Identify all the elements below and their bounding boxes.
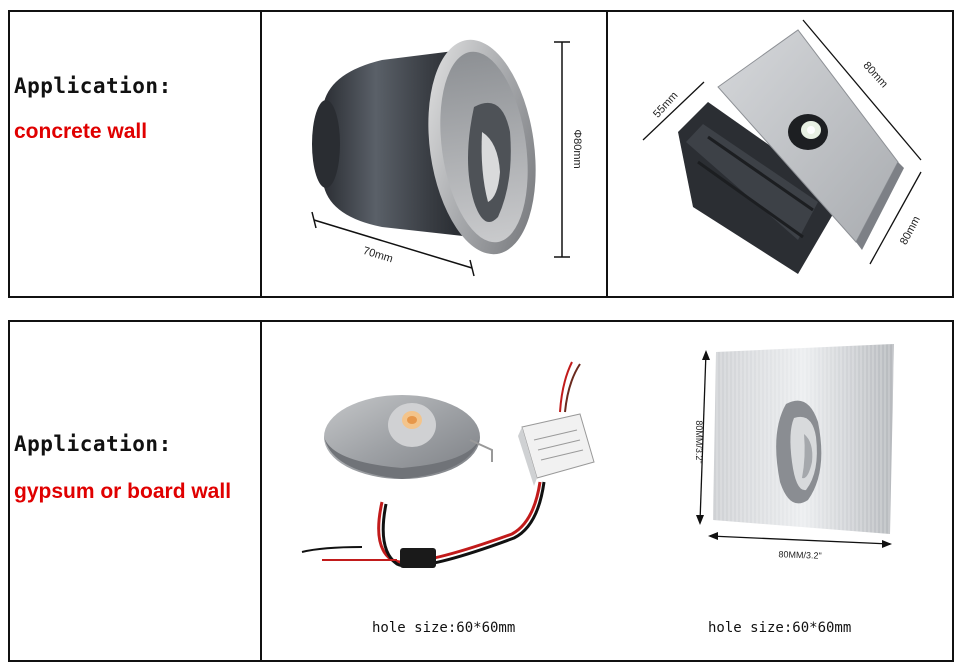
length-dimension: 70mm <box>362 245 395 265</box>
round-recessed-light-image: Φ80mm 70mm <box>311 39 583 277</box>
application-label: Application: <box>14 432 172 456</box>
round-flat-light-image <box>301 361 595 568</box>
application-cell: Application: gypsum or board wall <box>10 322 262 660</box>
depth-dimension: 55mm <box>651 90 680 121</box>
vertical-dimension: 80MM/3.2" <box>694 420 704 463</box>
diameter-dimension: Φ80mm <box>571 129 583 168</box>
square-recessed-light-image: 55mm 80mm 80mm <box>642 19 923 274</box>
application-label: Application: <box>14 74 172 98</box>
hole-size-label: hole size:60*60mm <box>372 620 516 636</box>
hole-size-label: hole size:60*60mm <box>708 620 852 636</box>
square-brushed-light-cell: 80MM/3.2" 80MM/3.2" hole size:60*60mm <box>608 322 952 660</box>
gypsum-wall-panel: Application: gypsum or board wall <box>8 320 954 662</box>
horizontal-dimension: 80MM/3.2" <box>778 549 822 561</box>
square-brushed-light-image: 80MM/3.2" 80MM/3.2" <box>694 344 894 561</box>
width-dimension: 80mm <box>861 60 890 91</box>
round-recessed-light-cell: Φ80mm 70mm <box>262 12 608 296</box>
application-surface: gypsum or board wall <box>14 480 232 503</box>
concrete-wall-panel: Application: concrete wall <box>8 10 954 298</box>
application-surface: concrete wall <box>14 120 148 143</box>
application-cell: Application: concrete wall <box>10 12 262 296</box>
height-dimension: 80mm <box>898 214 923 247</box>
square-recessed-light-cell: 55mm 80mm 80mm <box>608 12 952 296</box>
round-flat-light-cell: hole size:60*60mm <box>262 322 608 660</box>
